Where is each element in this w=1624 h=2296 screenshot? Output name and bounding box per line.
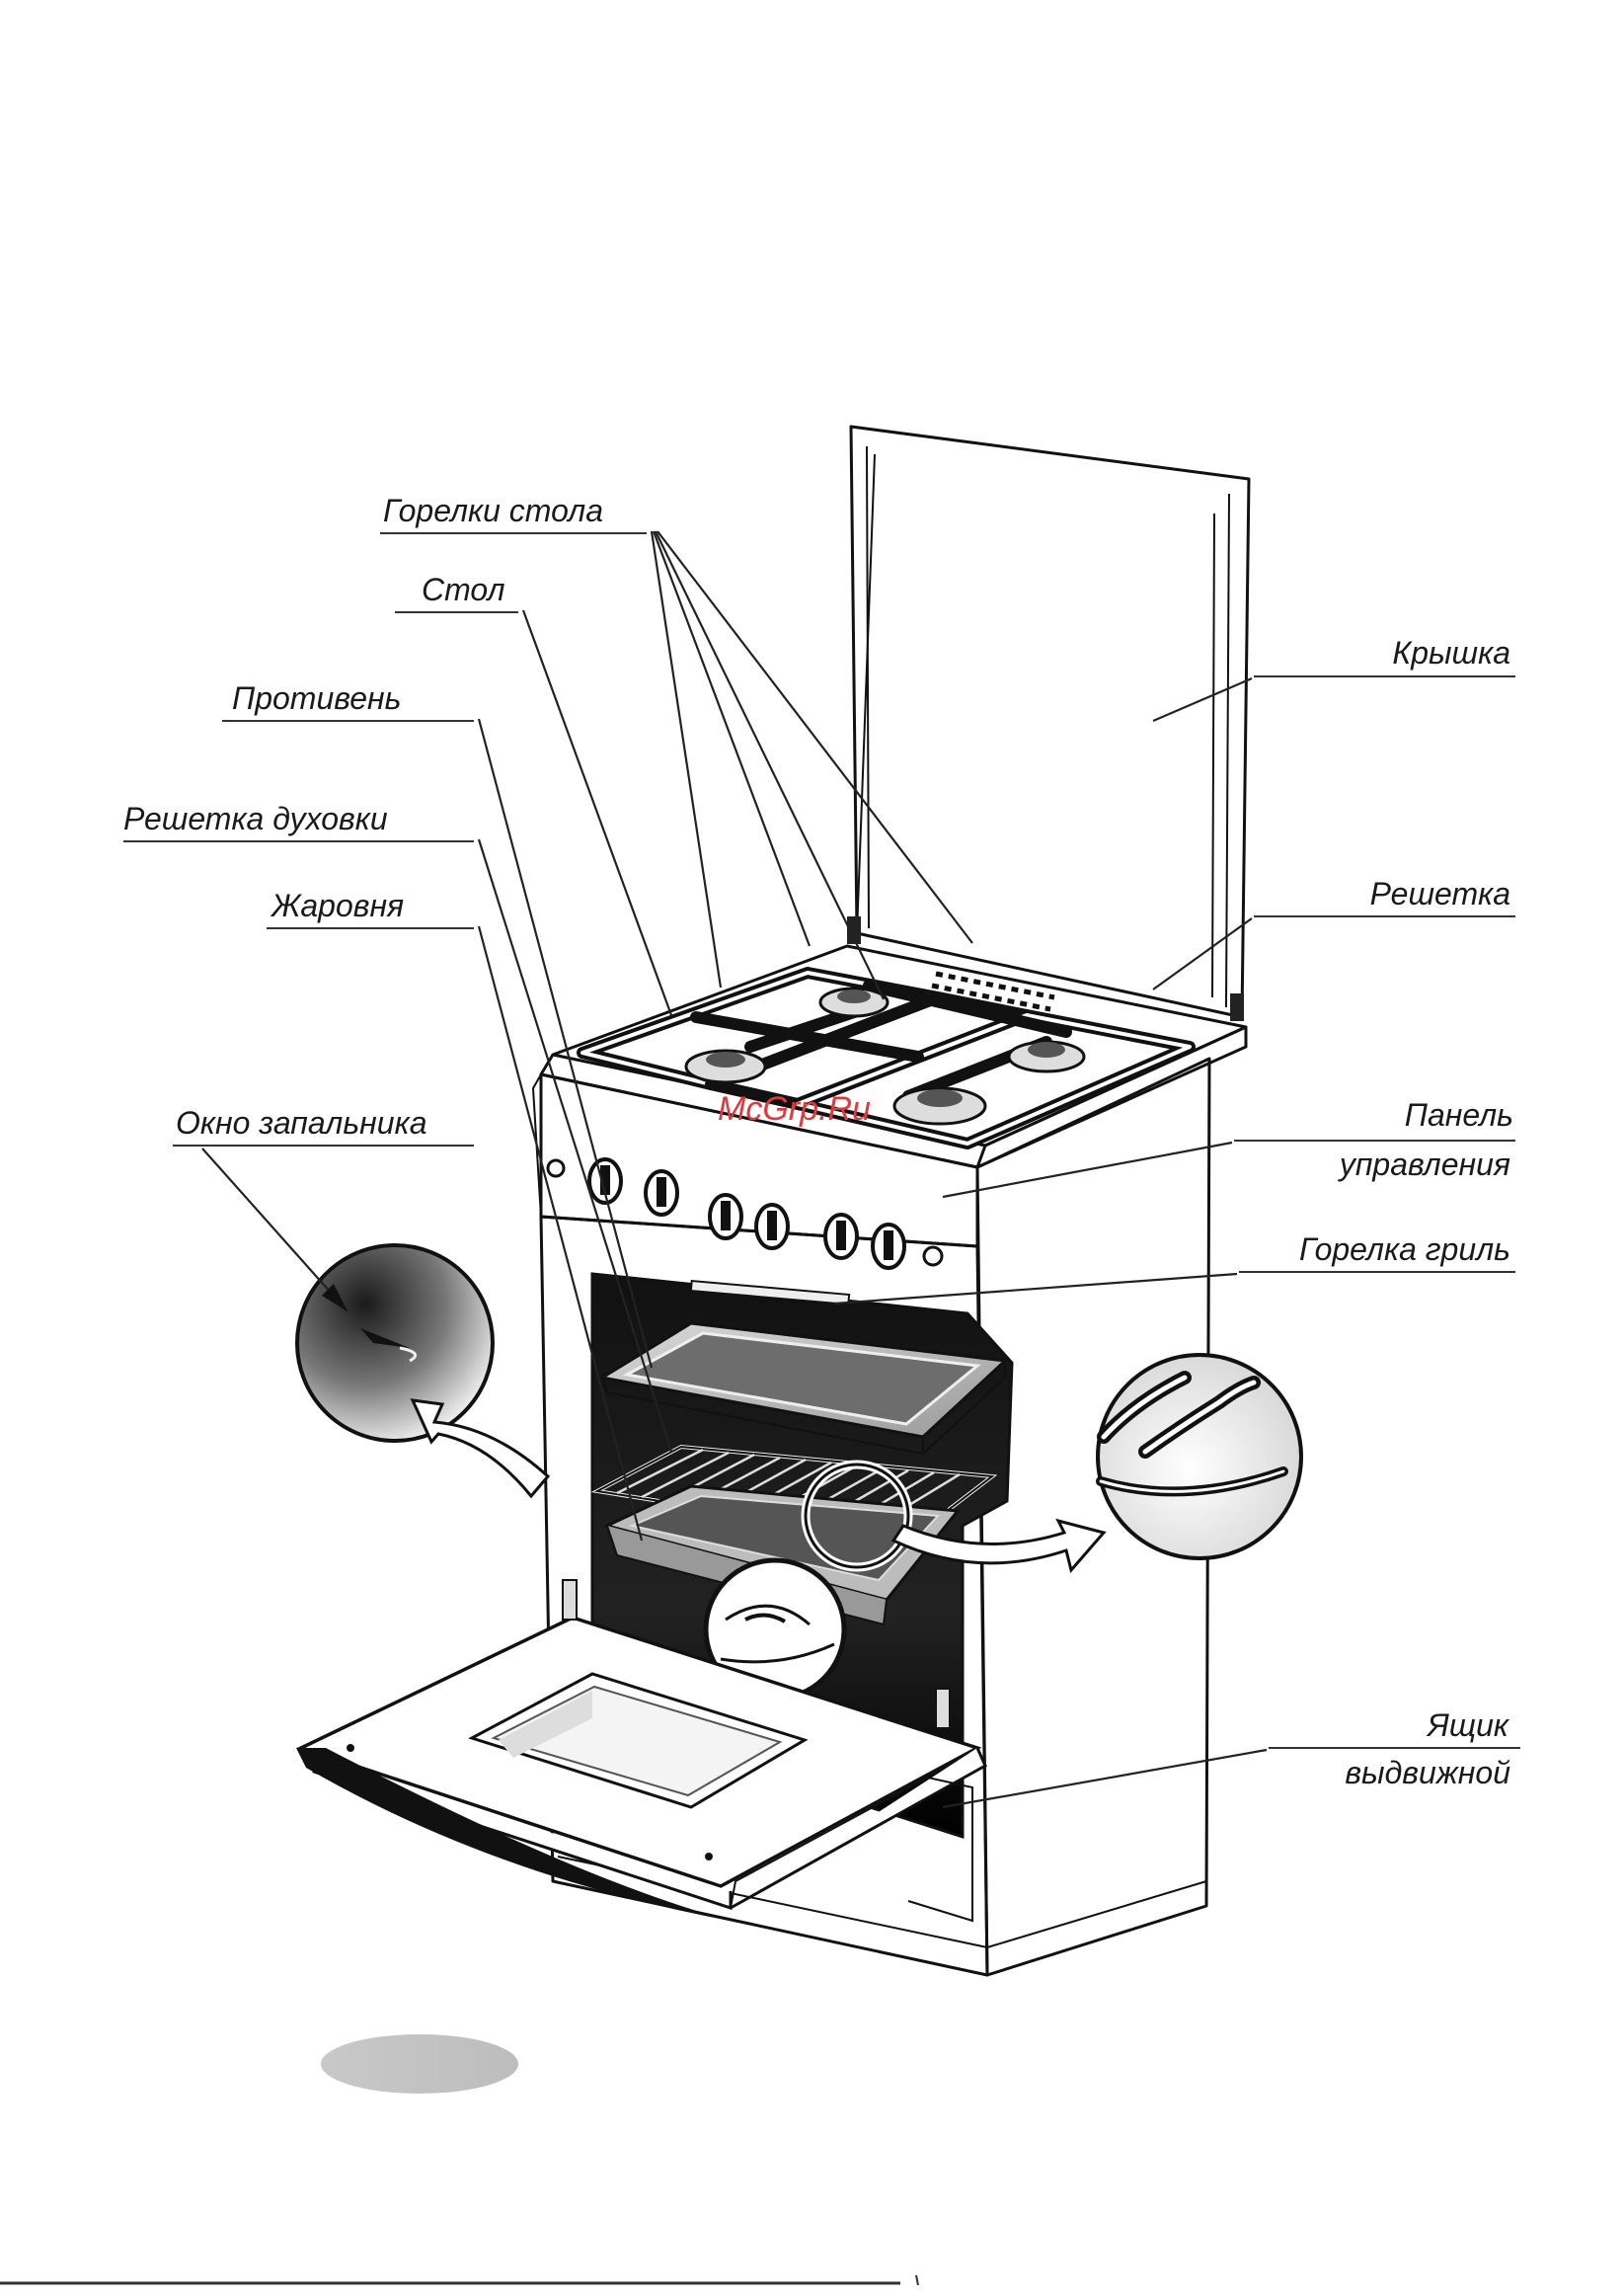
label-burners: Горелки стола bbox=[383, 493, 603, 528]
label-drawer-1: Ящик bbox=[1426, 1707, 1510, 1743]
ignition-window-zoom bbox=[297, 1245, 493, 1441]
knob bbox=[710, 1195, 741, 1238]
curved-arrow-left bbox=[413, 1400, 548, 1496]
label-control-panel-2: управления bbox=[1338, 1147, 1510, 1182]
label-roaster: Жаровня bbox=[270, 888, 404, 923]
knob bbox=[646, 1171, 677, 1215]
lid bbox=[847, 427, 1249, 1021]
label-ignition-window: Окно запальника bbox=[176, 1105, 426, 1141]
grate-edge-zoom bbox=[1098, 1355, 1301, 1558]
label-tray: Противень bbox=[232, 680, 401, 716]
knob bbox=[825, 1215, 857, 1258]
label-control-panel-1: Панель bbox=[1405, 1097, 1513, 1133]
watermark: McGrp.Ru bbox=[718, 1090, 871, 1128]
label-table: Стол bbox=[422, 572, 505, 607]
knob bbox=[756, 1205, 788, 1248]
knob bbox=[873, 1225, 904, 1268]
label-drawer-2: выдвижной bbox=[1345, 1755, 1510, 1790]
label-lid: Крышка bbox=[1392, 635, 1510, 671]
control-knobs bbox=[548, 1159, 942, 1268]
floor-shadow bbox=[321, 2034, 518, 2094]
label-grill-burner: Горелка гриль bbox=[1299, 1231, 1510, 1267]
label-oven-rack: Решетка духовки bbox=[123, 801, 388, 836]
label-grate: Решетка bbox=[1370, 876, 1510, 911]
